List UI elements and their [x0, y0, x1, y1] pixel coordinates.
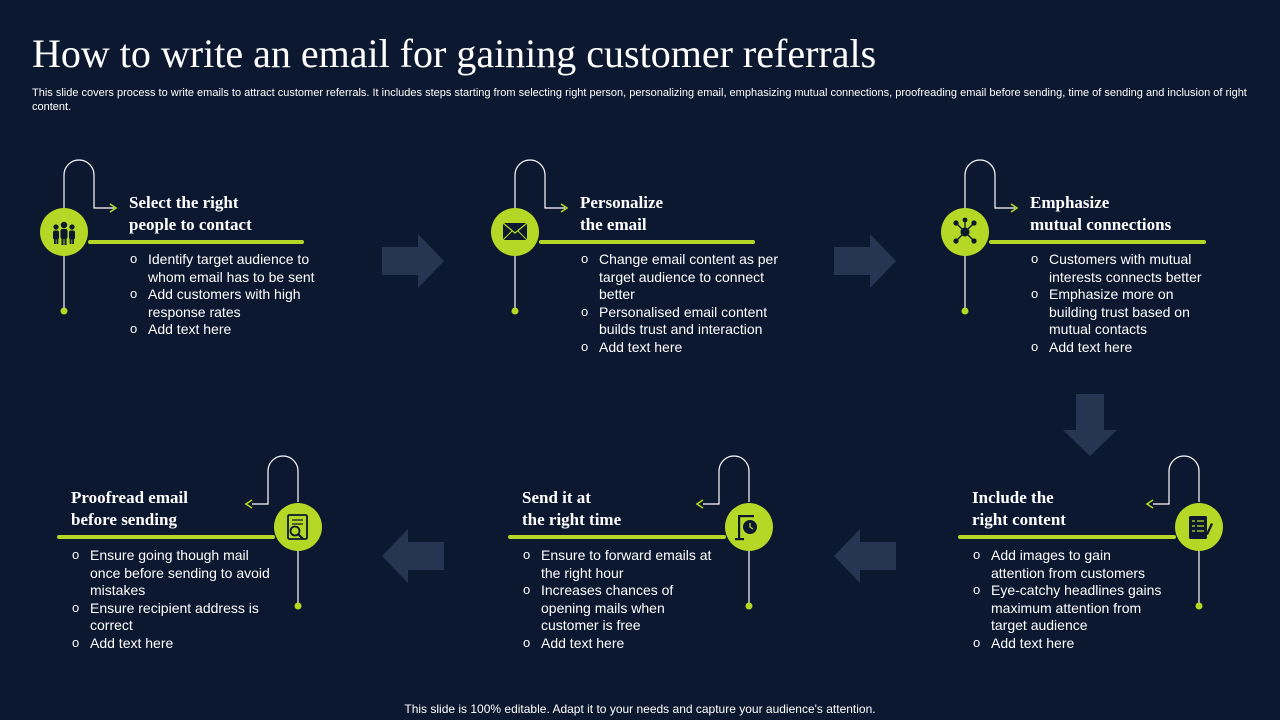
envelope-icon — [491, 208, 539, 256]
list-item: Ensure to forward emails at the right ho… — [523, 546, 723, 582]
checklist-icon — [1175, 503, 1223, 551]
list-item: Increases chances of opening mails when … — [523, 581, 723, 635]
list-item: Add text here — [523, 634, 723, 653]
step-bullets-select-people: Identify target audience to whom email h… — [130, 250, 330, 339]
arrow-right-icon — [382, 234, 444, 288]
step-bullets-personalize: Change email content as per target audie… — [581, 250, 786, 357]
list-item: Add text here — [973, 634, 1163, 653]
arrow-left-icon — [834, 529, 896, 583]
list-item: Add text here — [1031, 338, 1221, 357]
page-subtitle: This slide covers process to write email… — [32, 87, 1247, 113]
step-bullets-right-time: Ensure to forward emails at the right ho… — [523, 546, 723, 653]
document-search-icon — [274, 503, 322, 551]
list-item: Personalised email content builds trust … — [581, 303, 786, 339]
list-item: Add customers with high response rates — [130, 285, 330, 321]
list-item: Add images to gain attention from custom… — [973, 546, 1163, 582]
clock-sign-icon — [725, 503, 773, 551]
network-icon — [941, 208, 989, 256]
people-group-icon — [40, 208, 88, 256]
list-item: Customers with mutual interests connects… — [1031, 250, 1221, 286]
list-item: Ensure going though mail once before sen… — [72, 546, 272, 600]
step-bullets-mutual-connections: Customers with mutual interests connects… — [1031, 250, 1221, 357]
step-bullets-right-content: Add images to gain attention from custom… — [973, 546, 1163, 653]
list-item: Add text here — [72, 634, 272, 653]
list-item: Eye-catchy headlines gains maximum atten… — [973, 581, 1163, 635]
list-item: Change email content as per target audie… — [581, 250, 786, 304]
list-item: Add text here — [581, 338, 786, 357]
page-title: How to write an email for gaining custom… — [32, 31, 877, 76]
step-bullets-proofread: Ensure going though mail once before sen… — [72, 546, 272, 653]
arrow-down-icon — [1063, 394, 1117, 456]
list-item: Add text here — [130, 320, 330, 339]
arrow-right-icon — [834, 234, 896, 288]
list-item: Identify target audience to whom email h… — [130, 250, 330, 286]
arrow-left-icon — [382, 529, 444, 583]
list-item: Ensure recipient address is correct — [72, 599, 272, 635]
footer-note: This slide is 100% editable. Adapt it to… — [404, 702, 876, 716]
list-item: Emphasize more on building trust based o… — [1031, 285, 1221, 339]
